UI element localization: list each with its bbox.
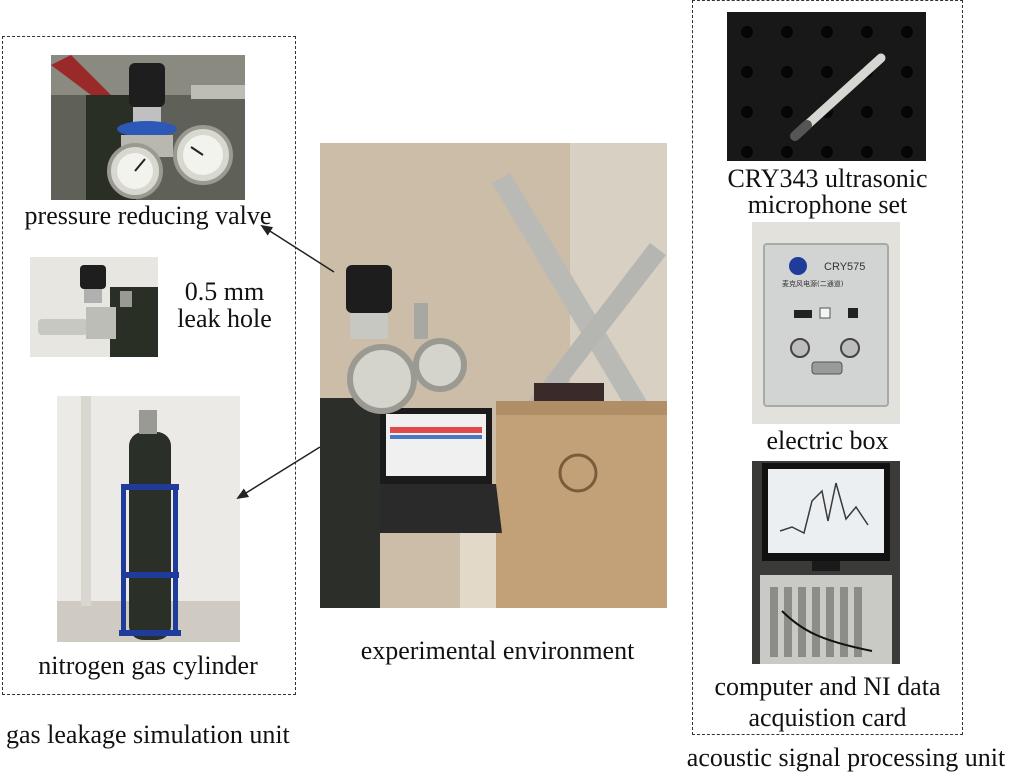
microphone-label-line1: CRY343 ultrasonic	[727, 164, 928, 193]
ultrasonic-microphone-photo	[727, 12, 926, 161]
nitrogen-cylinder-photo	[57, 396, 240, 642]
electric-box-title-text: 麦克风电源(二通道)	[782, 279, 844, 288]
computer-ni-label-line2: acquistion card	[748, 703, 907, 732]
leak-hole-label-line1: 0.5 mm	[184, 277, 265, 306]
gas-leakage-unit-title: gas leakage simulation unit	[6, 720, 290, 749]
electric-box-label: electric box	[766, 426, 889, 455]
microphone-label-line2: microphone set	[747, 190, 908, 219]
leak-hole-label-line2: leak hole	[177, 304, 272, 333]
gas-leakage-unit-box	[2, 36, 296, 695]
leak-hole-photo	[30, 257, 158, 357]
experimental-environment-caption: experimental environment	[360, 636, 635, 665]
computer-ni-label-line1: computer and NI data	[714, 672, 941, 701]
pressure-reducing-valve-label: pressure reducing valve	[24, 201, 272, 230]
acoustic-processing-unit-title: acoustic signal processing unit	[686, 743, 1006, 772]
acoustic-processing-unit-box	[692, 0, 963, 735]
electric-box-model-text: CRY575	[824, 261, 865, 273]
pressure-reducing-valve-photo	[51, 55, 245, 200]
computer-ni-card-photo	[752, 461, 900, 664]
experimental-environment-photo	[320, 143, 667, 608]
electric-box-photo: CRY575 麦克风电源(二通道)	[752, 222, 900, 424]
nitrogen-cylinder-label: nitrogen gas cylinder	[38, 651, 258, 680]
